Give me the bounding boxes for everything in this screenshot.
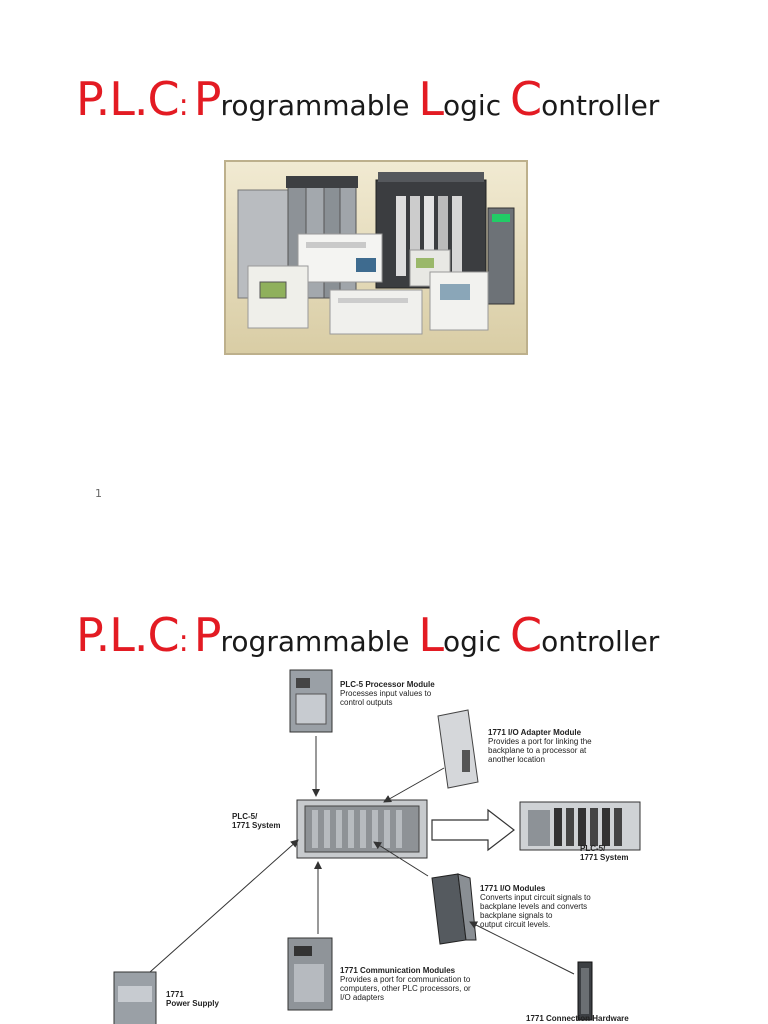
- processor-label: PLC-5 Processor Module Processes input v…: [340, 680, 435, 707]
- connection-hardware-image: [577, 961, 593, 1021]
- power-supply-image: [113, 971, 157, 1024]
- title-word-logic: ogic: [443, 89, 511, 122]
- slide-title: P.L.C: Programmable Logic Controller: [76, 72, 659, 126]
- title-word-controller: ontroller: [541, 625, 660, 658]
- system-left-label: PLC-5/ 1771 System: [232, 812, 281, 830]
- arrow-power-to-chassis: [149, 839, 299, 973]
- title-letter-l: L: [418, 608, 444, 662]
- system-right-label: PLC-5/ 1771 System: [580, 844, 629, 862]
- title-letter-l: L: [418, 72, 444, 126]
- title-colon: :: [178, 624, 189, 659]
- plc-system-diagram: [113, 669, 641, 1024]
- chassis-image: [296, 799, 428, 859]
- communication-label: 1771 Communication Modules Provides a po…: [340, 966, 471, 1002]
- arrow-adapter-to-chassis: [383, 767, 445, 803]
- title-colon: :: [178, 88, 189, 123]
- slide-2: P.L.C: Programmable Logic Controller: [0, 520, 768, 1024]
- title-word-programmable: rogrammable: [220, 625, 419, 658]
- title-letter-p: P: [193, 72, 222, 126]
- assembled-system-image: [519, 801, 641, 851]
- power-supply-label: 1771 Power Supply: [166, 990, 219, 1008]
- plc-products-photo: [224, 160, 528, 355]
- title-word-logic: ogic: [443, 625, 511, 658]
- title-acronym: P.L.C: [76, 72, 180, 126]
- communication-module-image: [287, 937, 333, 1011]
- title-letter-c: C: [510, 608, 542, 662]
- processor-module-image: [289, 669, 333, 733]
- arrow-connection-to-io: [469, 921, 575, 975]
- title-word-programmable: rogrammable: [220, 89, 419, 122]
- title-letter-p: P: [193, 608, 222, 662]
- connection-hardware-label: 1771 Connection Hardware: [526, 1014, 629, 1023]
- slide-1: P.L.C: Programmable Logic Controller: [76, 72, 659, 500]
- title-acronym: P.L.C: [76, 608, 180, 662]
- title-letter-c: C: [510, 72, 542, 126]
- hollow-arrow: [431, 808, 515, 852]
- io-module-image: [431, 873, 477, 945]
- io-modules-label: 1771 I/O Modules Converts input circuit …: [480, 884, 591, 929]
- adapter-module-image: [437, 709, 479, 789]
- adapter-label: 1771 I/O Adapter Module Provides a port …: [488, 728, 592, 764]
- page-number: 1: [95, 487, 102, 500]
- slide-title: P.L.C: Programmable Logic Controller: [76, 608, 659, 662]
- arrow-io-to-chassis: [373, 841, 429, 877]
- title-word-controller: ontroller: [541, 89, 660, 122]
